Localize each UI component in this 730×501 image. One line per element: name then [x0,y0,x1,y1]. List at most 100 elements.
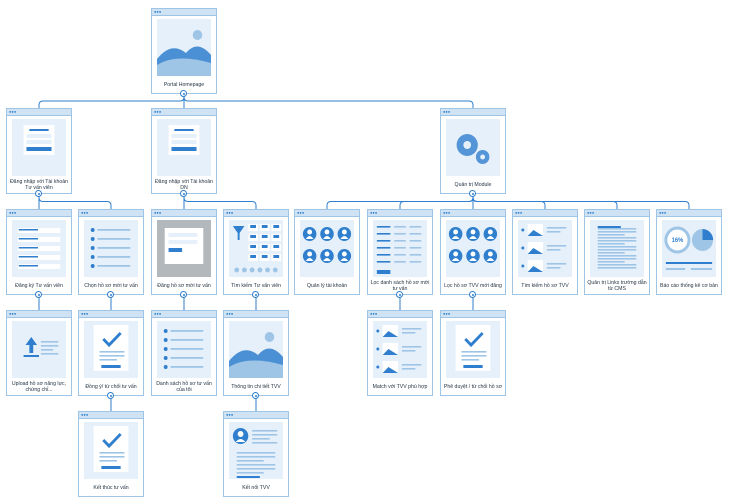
connector-line [183,194,257,209]
window-titlebar: ●●● [585,210,649,217]
users-icon [300,220,354,277]
pie-chart-icon: 16% [662,220,716,277]
window-titlebar: ●●● [224,311,288,318]
connector-dot-icon [35,291,42,298]
window-dots-icon: ●●● [443,210,451,215]
wireframe-node-module-admin: ●●● Quản trị Module [440,108,506,194]
node-label: Chọn hồ sơ mời tư vấn [84,282,138,289]
connector-dot-icon [107,291,114,298]
wireframe-node-filter-invites: ●●● Lọc danh sách hồ sơ mời tư vấn [367,209,433,295]
table-icon [373,220,427,277]
window-dots-icon: ●●● [226,311,234,316]
window-titlebar: ●●● [224,210,288,217]
window-titlebar: ●●● [152,311,216,318]
image-placeholder-icon [229,321,283,378]
wireframe-node-register-tvv: ●●● Đăng ký Tư vấn viên [6,209,72,295]
window-dots-icon: ●●● [515,210,523,215]
node-label: Kết nối TVV [242,484,270,491]
wireframe-node-basic-report: ●●● 16% Báo cáo thống kê cơ bản [656,209,722,295]
login-form-icon [12,119,66,176]
wireframe-node-login-dn: ●●● Đăng nhập với Tài khoản DN [151,108,217,194]
window-titlebar: ●●● [368,311,432,318]
node-label: Tìm kiếm Tư vấn viên [230,282,282,289]
list-icon [157,321,211,378]
window-titlebar: ●●● [441,311,505,318]
window-titlebar: ●●● [224,412,288,419]
avatar-icon [229,422,283,479]
wireframe-node-tvv-detail: ●●● Thông tin chi tiết TVV [223,310,289,396]
node-label: Phê duyệt / từ chối hồ sơ [443,383,503,390]
connector-dot-icon [180,190,187,197]
wireframe-node-search-tvv-profile: ●●● Tìm kiếm hồ sơ TVV [512,209,578,295]
connector-dot-icon [180,291,187,298]
connector-dot-icon [252,392,259,399]
window-titlebar: ●●● [79,412,143,419]
connector-dot-icon [469,291,476,298]
filter-icon [229,220,283,277]
window-dots-icon: ●●● [659,210,667,215]
connector-dot-icon [35,190,42,197]
gear-icon [446,119,500,176]
window-titlebar: ●●● [657,210,721,217]
node-label: Quản lý tài khoản [306,282,348,289]
window-dots-icon: ●●● [9,210,17,215]
wireframe-node-login-tvv: ●●● Đăng nhập với Tài khoản Tư vấn viên [6,108,72,194]
node-label: Thông tin chi tiết TVV [231,383,281,390]
node-label: Đồng ý/ từ chối tư vấn [85,383,137,390]
node-label: Match với TVV phù hợp [372,383,428,390]
check-icon [84,321,138,378]
image-placeholder-icon [157,19,211,76]
wireframe-node-connect-tvv: ●●● Kết nối TVV [223,411,289,497]
window-dots-icon: ●●● [9,109,17,114]
node-label: Tìm kiếm hồ sơ TVV [521,282,569,289]
wireframe-node-cms-guide: ●●● Quản trị Links trường dẫn từ CMS [584,209,650,295]
window-dots-icon: ●●● [443,311,451,316]
window-dots-icon: ●●● [226,210,234,215]
window-dots-icon: ●●● [154,109,162,114]
modal-dialog-icon [157,220,211,277]
check-icon [446,321,500,378]
wireframe-node-end-consult: ●●●Kết thúc tư vấn [78,411,144,497]
node-label: Đăng nhập với Tài khoản Tư vấn viên [9,178,69,191]
wireframe-node-register-invite: ●●● Đăng hồ sơ mời tư vấn [151,209,217,295]
connector-dot-icon [469,190,476,197]
node-label: Danh sách hồ sơ tư vấn của tôi [156,380,212,393]
window-dots-icon: ●●● [81,210,89,215]
node-label: Quản trị Links trường dẫn từ CMS [587,279,647,292]
node-label: Đăng nhập với Tài khoản DN [154,178,214,191]
node-label: Báo cáo thống kê cơ bản [660,282,718,289]
form-fields-icon [12,220,66,277]
text-lines-icon [590,220,644,277]
window-titlebar: ●●● [152,109,216,116]
node-label: Đăng hồ sơ mời tư vấn [157,282,211,289]
login-form-icon [157,119,211,176]
connector-dot-icon [180,90,187,97]
wireframe-node-match-tvv: ●●● Match với TVV phù hợp [367,310,433,396]
window-titlebar: ●●● [7,210,71,217]
window-titlebar: ●●● [79,311,143,318]
connector-line [38,94,185,108]
connector-dot-icon [252,291,259,298]
wireframe-node-invite-list: ●●● Danh sách hồ sơ tư vấn của tôi [151,310,217,396]
window-dots-icon: ●●● [9,311,17,316]
window-dots-icon: ●●● [226,412,234,417]
window-dots-icon: ●●● [370,311,378,316]
node-label: Lọc danh sách hồ sơ mời tư vấn [370,279,430,292]
window-dots-icon: ●●● [370,210,378,215]
report-percent-label: 16% [672,238,684,244]
node-label: Đăng ký Tư vấn viên [15,282,63,289]
wireframe-node-portal-homepage: ●●● Portal Homepage [151,8,217,94]
connector-dot-icon [107,392,114,399]
connector-line [399,194,474,209]
window-dots-icon: ●●● [81,311,89,316]
window-titlebar: ●●● [152,210,216,217]
window-dots-icon: ●●● [81,412,89,417]
window-titlebar: ●●● [295,210,359,217]
window-titlebar: ●●● [7,109,71,116]
window-dots-icon: ●●● [297,210,305,215]
wireframe-node-filter-new-tvv: ●●● Lọc hồ sơ TVV mới đăng [440,209,506,295]
node-label: Lọc hồ sơ TVV mới đăng [444,282,502,289]
connector-dot-icon [396,291,403,298]
window-titlebar: ●●● [7,311,71,318]
